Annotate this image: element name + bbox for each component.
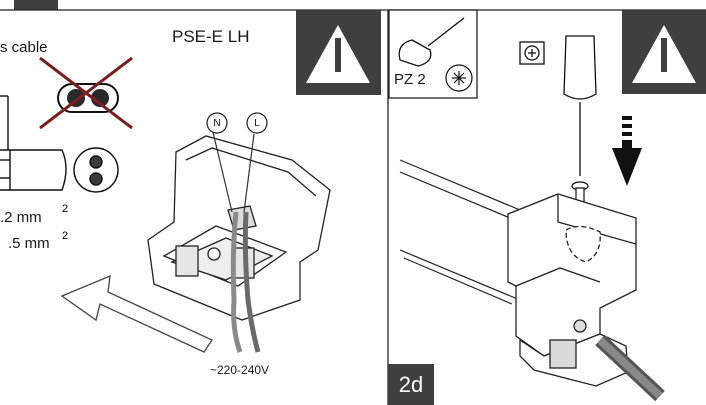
neutral-marker-circle (206, 112, 228, 134)
round-cable-illustration (0, 95, 119, 193)
voltage-label: ~220-240V (210, 363, 270, 377)
neutral-marker: N (213, 117, 221, 129)
cable-right (595, 334, 665, 402)
screwdriver-tool-illustration (519, 35, 597, 176)
crossed-flat-cable-icon (39, 56, 133, 130)
wire-section-superscript-2: 2 (62, 230, 69, 242)
live-marker: L (254, 117, 260, 129)
warning-box-right (622, 10, 706, 94)
top-corner-tab (14, 0, 58, 10)
wire-section-label-2: .5 mm (8, 235, 50, 252)
connector-housing-illustration (147, 135, 331, 321)
base-plate-illustration (399, 159, 521, 305)
insertion-direction-arrow (60, 274, 213, 353)
warning-box-left (296, 10, 381, 95)
down-arrow-icon (612, 116, 642, 186)
live-marker-circle (246, 112, 268, 134)
screwdriver-icon (398, 17, 465, 67)
conductor-wires (211, 127, 261, 353)
tool-size-label: PZ 2 (394, 71, 426, 88)
wire-section-label-1: .2 mm (0, 209, 42, 226)
wire-section-superscript-1: 2 (62, 203, 69, 215)
tool-box (388, 9, 478, 99)
step-number-badge: 2d (388, 364, 434, 405)
pozidriv-bit-icon (445, 64, 473, 92)
cable-type-label: s cable (0, 39, 48, 56)
product-label: PSE-E LH (172, 27, 250, 46)
